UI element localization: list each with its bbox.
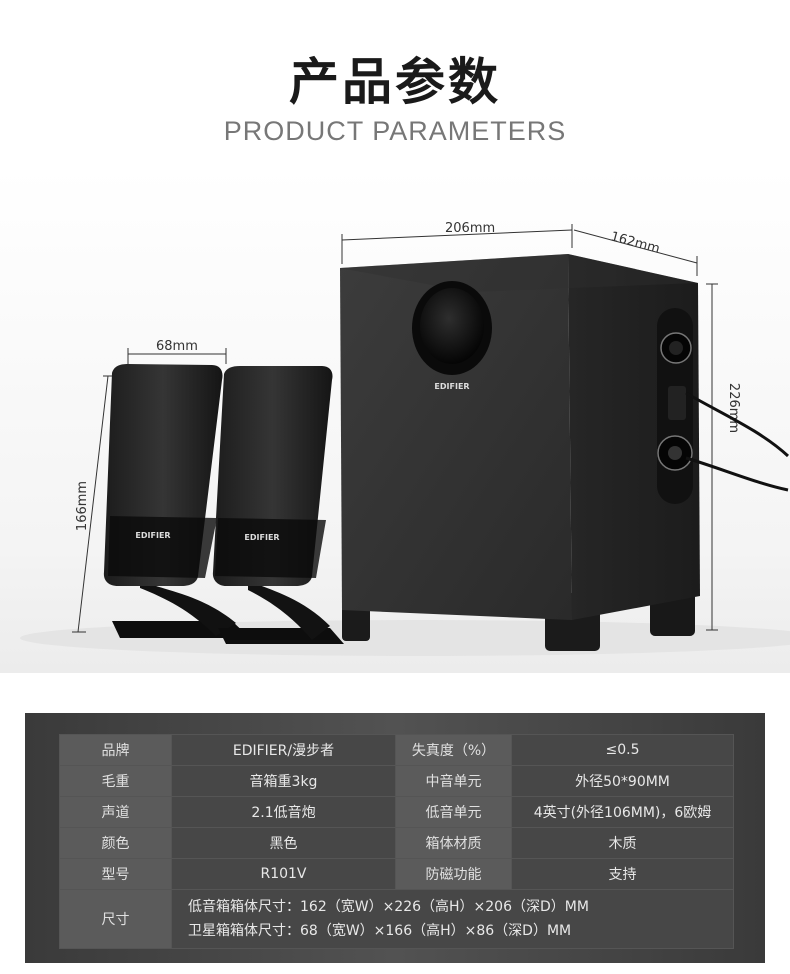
- spec-value: 木质: [511, 827, 734, 859]
- spec-value: 2.1低音炮: [171, 796, 396, 828]
- subwoofer-logo: EDIFIER: [434, 382, 469, 391]
- dim-sat-width: 68mm: [156, 339, 198, 354]
- spec-label: 型号: [59, 858, 172, 890]
- spec-table: 品牌 EDIFIER/漫步者 失真度（%） ≤0.5 毛重 音箱重3kg 中音单…: [59, 734, 734, 949]
- spec-label: 声道: [59, 796, 172, 828]
- table-row: 品牌 EDIFIER/漫步者 失真度（%） ≤0.5: [59, 734, 734, 766]
- table-row: 尺寸 低音箱箱体尺寸：162（宽W）×226（高H）×206（深D）MM 卫星箱…: [59, 889, 734, 949]
- spec-value: EDIFIER/漫步者: [171, 734, 396, 766]
- satellite-speaker-right: EDIFIER: [212, 366, 344, 644]
- satellite-left-logo: EDIFIER: [135, 531, 170, 540]
- dim-sat-height: 166mm: [75, 481, 90, 531]
- spec-label: 毛重: [59, 765, 172, 797]
- spec-value: R101V: [171, 858, 396, 890]
- table-row: 毛重 音箱重3kg 中音单元 外径50*90MM: [59, 765, 734, 797]
- spec-value: 外径50*90MM: [511, 765, 734, 797]
- satellite-speaker-left: EDIFIER: [103, 364, 250, 638]
- spec-value: ≤0.5: [511, 734, 734, 766]
- spec-value: 支持: [511, 858, 734, 890]
- table-row: 颜色 黑色 箱体材质 木质: [59, 827, 734, 859]
- spec-value: 音箱重3kg: [171, 765, 396, 797]
- spec-panel: 品牌 EDIFIER/漫步者 失真度（%） ≤0.5 毛重 音箱重3kg 中音单…: [25, 713, 765, 963]
- spec-label: 低音单元: [395, 796, 512, 828]
- table-row: 声道 2.1低音炮 低音单元 4英寸(外径106MM)，6欧姆: [59, 796, 734, 828]
- spec-value: 4英寸(外径106MM)，6欧姆: [511, 796, 734, 828]
- dimension-lines: [72, 224, 718, 633]
- table-row: 型号 R101V 防磁功能 支持: [59, 858, 734, 890]
- spec-label: 箱体材质: [395, 827, 512, 859]
- spec-label-size: 尺寸: [59, 889, 172, 949]
- spec-label: 防磁功能: [395, 858, 512, 890]
- spec-label: 失真度（%）: [395, 734, 512, 766]
- subwoofer: EDIFIER: [340, 254, 790, 651]
- size-line-subwoofer: 低音箱箱体尺寸：162（宽W）×226（高H）×206（深D）MM: [188, 899, 589, 915]
- page-title: 产品参数: [289, 53, 501, 111]
- spec-value-size: 低音箱箱体尺寸：162（宽W）×226（高H）×206（深D）MM 卫星箱箱体尺…: [171, 889, 734, 949]
- spec-value: 黑色: [171, 827, 396, 859]
- dim-sub-width: 206mm: [445, 221, 495, 236]
- product-photo: 206mm 162mm 226mm 68mm 166mm EDIFIER: [0, 168, 790, 673]
- spec-label: 中音单元: [395, 765, 512, 797]
- size-line-satellite: 卫星箱箱体尺寸：68（宽W）×166（高H）×86（深D）MM: [188, 923, 572, 939]
- spec-label: 品牌: [59, 734, 172, 766]
- dim-sub-height: 226mm: [726, 383, 741, 433]
- spec-label: 颜色: [59, 827, 172, 859]
- page-subtitle: PRODUCT PARAMETERS: [223, 116, 567, 146]
- satellite-right-logo: EDIFIER: [244, 533, 279, 542]
